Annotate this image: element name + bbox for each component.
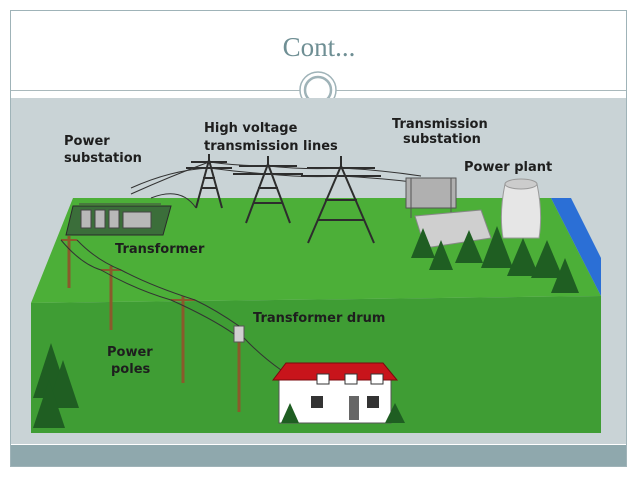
tree-cluster-left	[33, 343, 79, 428]
distribution-wires	[60, 239, 282, 371]
transmission-lines	[130, 161, 422, 209]
label-transmission-substation-2: substation	[403, 132, 481, 147]
label-transformer: Transformer	[115, 242, 205, 257]
house-shrub	[385, 403, 405, 423]
house-shrub	[281, 403, 299, 423]
substation-equipment	[79, 203, 161, 229]
label-transmission-substation-1: Transmission	[392, 117, 488, 132]
label-power-plant: Power plant	[464, 160, 552, 175]
slide-title: Cont...	[282, 32, 356, 62]
label-transformer-drum: Transformer drum	[253, 311, 385, 326]
footer-band	[11, 445, 626, 466]
label-high-voltage-2: transmission lines	[204, 139, 338, 154]
transmission-tower-1	[186, 154, 232, 209]
transmission-tower-3	[301, 156, 381, 244]
power-distribution-diagram: Power substation High voltage transmissi…	[31, 117, 601, 433]
label-power-substation-1: Power	[64, 134, 110, 149]
label-power-poles-1: Power	[107, 345, 153, 360]
tree-cluster-right	[411, 226, 579, 293]
diagram-panel: Power substation High voltage transmissi…	[11, 98, 626, 444]
river	[551, 198, 601, 296]
pole-crossarms	[61, 239, 195, 301]
house	[271, 362, 399, 424]
label-power-poles-2: poles	[111, 362, 151, 377]
label-high-voltage-1: High voltage	[204, 121, 298, 136]
transmission-tower-2	[233, 156, 303, 224]
label-power-substation-2: substation	[64, 151, 142, 166]
transmission-substation	[405, 177, 457, 218]
transformer-drum	[233, 325, 245, 343]
